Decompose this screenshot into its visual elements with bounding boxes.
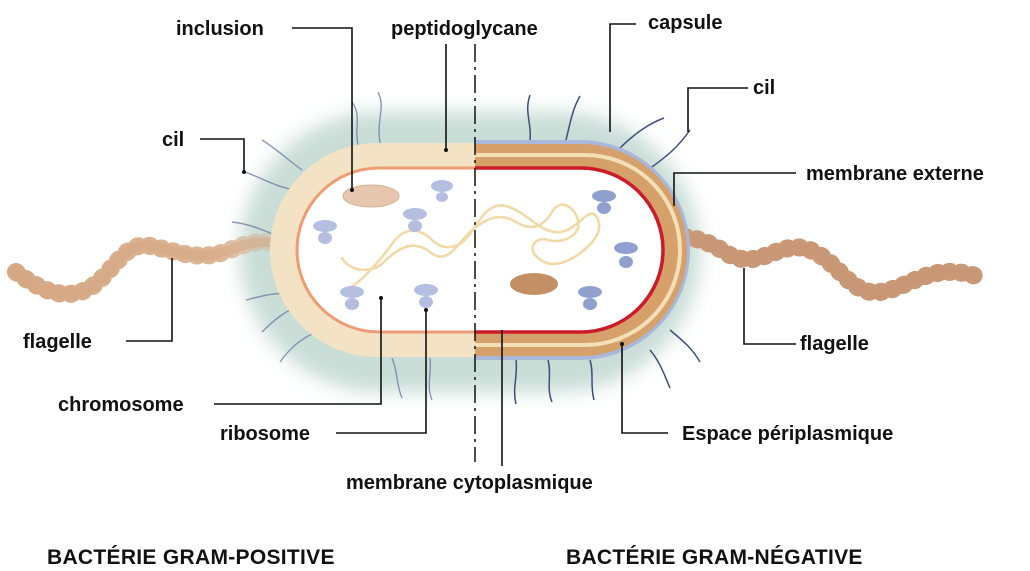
inclusion-right — [510, 273, 558, 295]
label-cil-left: cil — [162, 129, 184, 151]
label-inclusion: inclusion — [176, 18, 264, 40]
label-flagelle-right: flagelle — [800, 333, 869, 355]
label-flagelle-left: flagelle — [23, 331, 92, 353]
label-membrane-cytoplasmique: membrane cytoplasmique — [346, 472, 593, 494]
label-espace-periplasmique: Espace périplasmique — [682, 423, 893, 445]
title-gram-positive: BACTÉRIE GRAM-POSITIVE — [47, 546, 335, 569]
label-membrane-externe: membrane externe — [806, 163, 984, 185]
label-capsule: capsule — [648, 12, 722, 34]
title-gram-negative: BACTÉRIE GRAM-NÉGATIVE — [566, 546, 863, 569]
label-ribosome: ribosome — [220, 423, 310, 445]
label-cil-right: cil — [753, 77, 775, 99]
label-peptidoglycane: peptidoglycane — [391, 18, 538, 40]
label-chromosome: chromosome — [58, 394, 184, 416]
